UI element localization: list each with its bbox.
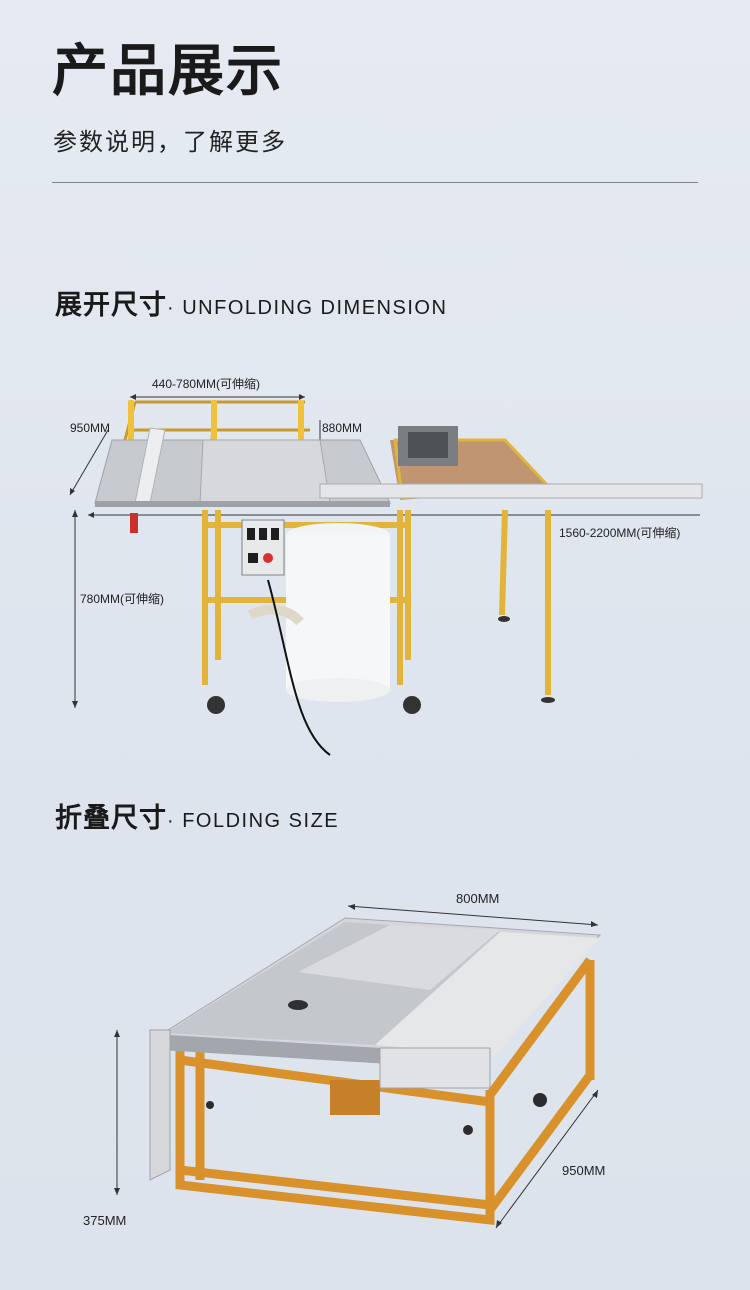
unfolding-dim-top: 440-780MM(可伸缩) [152,377,261,391]
folding-heading-en: · FOLDING SIZE [167,810,340,832]
header-divider [52,182,698,183]
folding-heading-cn: 折叠尺寸 [55,803,167,834]
unfolding-dim-depth2: 880MM [322,421,363,435]
folded-table-illustration: 800MM 950MM 375MM [0,880,750,1240]
page-subtitle: 参数说明，了解更多 [53,128,287,156]
unfolded-table-image [69,394,703,756]
folded-table-image [114,904,602,1229]
folding-dim-depth: 950MM [562,1163,606,1178]
folding-dim-height: 375MM [83,1213,127,1228]
unfolding-heading-en: · UNFOLDING DIMENSION [167,297,448,319]
unfolding-dim-width: 1560-2200MM(可伸缩) [559,526,681,540]
unfolded-table-illustration: 440-780MM(可伸缩) 950MM 880MM 1560-2200MM(可… [0,360,750,760]
page-title: 产品展示 [52,39,284,104]
unfolding-heading: 展开尺寸· UNFOLDING DIMENSION [55,292,447,319]
unfolding-dim-left-depth: 950MM [70,421,111,435]
folding-heading: 折叠尺寸· FOLDING SIZE [55,805,339,832]
unfolding-heading-cn: 展开尺寸 [55,290,167,321]
unfolding-dim-height: 780MM(可伸缩) [80,592,165,606]
folding-dim-width: 800MM [456,891,500,906]
